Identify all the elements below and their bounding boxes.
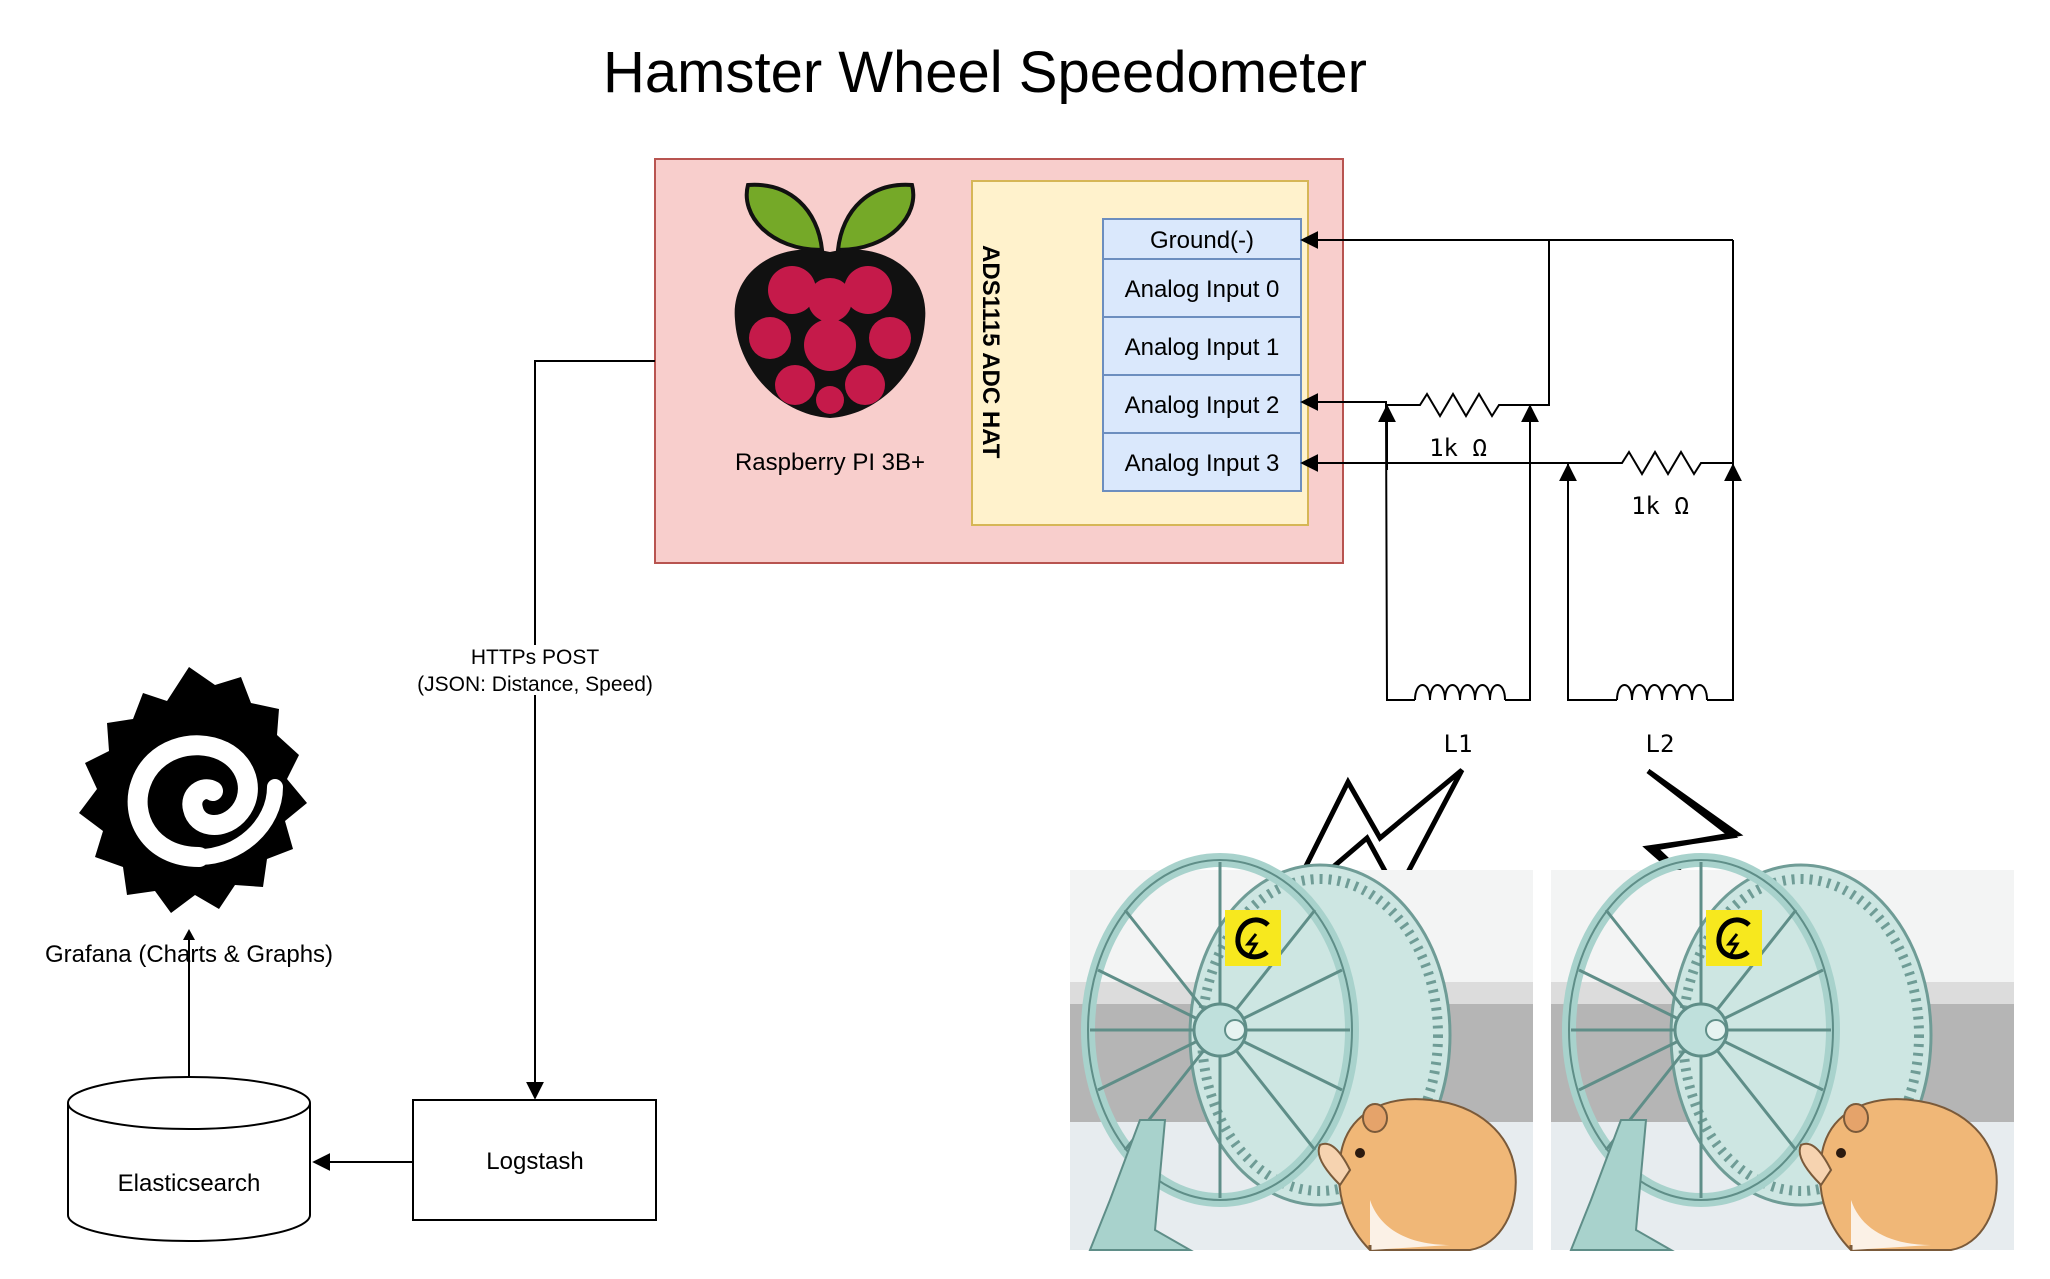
https-post-connector <box>526 360 655 1100</box>
page-title: Hamster Wheel Speedometer <box>603 40 1367 105</box>
resistor-2-label: 1k Ω <box>1631 492 1689 520</box>
pin-analog-input-1: Analog Input 1 <box>1102 316 1302 376</box>
ai2-wire <box>1300 393 1415 411</box>
adc-pin-list: Ground(-) Analog Input 0 Analog Input 1 … <box>1102 218 1302 492</box>
pin-analog-input-3-label: Analog Input 3 <box>1125 450 1280 477</box>
pin-ground: Ground(-) <box>1102 218 1302 260</box>
inductor-1-symbol <box>1414 684 1506 701</box>
hamster-wheel-image-1 <box>1070 860 1533 1250</box>
pin-analog-input-3: Analog Input 3 <box>1102 432 1302 492</box>
circuit-wiring <box>1300 231 1734 701</box>
logstash-box <box>412 1099 657 1221</box>
elasticsearch-database <box>67 1076 311 1242</box>
pin-analog-input-0: Analog Input 0 <box>1102 258 1302 318</box>
grafana-logo-icon <box>79 667 307 913</box>
resistor-1-label: 1k Ω <box>1429 434 1487 462</box>
elasticsearch-label: Elasticsearch <box>118 1170 261 1197</box>
pin-analog-input-2: Analog Input 2 <box>1102 374 1302 434</box>
inductor-2-label: L2 <box>1646 730 1675 758</box>
grafana-label: Grafana (Charts & Graphs) <box>45 941 333 968</box>
logstash-label: Logstash <box>486 1148 583 1175</box>
json-payload-label: (JSON: Distance, Speed) <box>417 673 653 696</box>
pin-analog-input-0-label: Analog Input 0 <box>1125 276 1280 303</box>
grafana-arrowhead <box>183 929 195 940</box>
resistor-1-symbol <box>1415 392 1528 418</box>
adc-hat-label: ADS1115 ADC HAT <box>977 245 1004 459</box>
pin-ground-label: Ground(-) <box>1150 227 1254 254</box>
inductor-1-label: L1 <box>1444 730 1473 758</box>
pin-analog-input-1-label: Analog Input 1 <box>1125 334 1280 361</box>
raspberry-pi-logo-icon <box>734 182 926 418</box>
https-post-label: HTTPs POST <box>471 646 600 669</box>
resistor-2-symbol <box>1617 450 1733 476</box>
raspberry-pi-label: Raspberry PI 3B+ <box>735 449 925 476</box>
pin-analog-input-2-label: Analog Input 2 <box>1125 392 1280 419</box>
current-arrows <box>1378 404 1742 520</box>
hamster-wheel-image-2 <box>1551 860 2014 1250</box>
inductor-2-symbol <box>1616 684 1708 701</box>
